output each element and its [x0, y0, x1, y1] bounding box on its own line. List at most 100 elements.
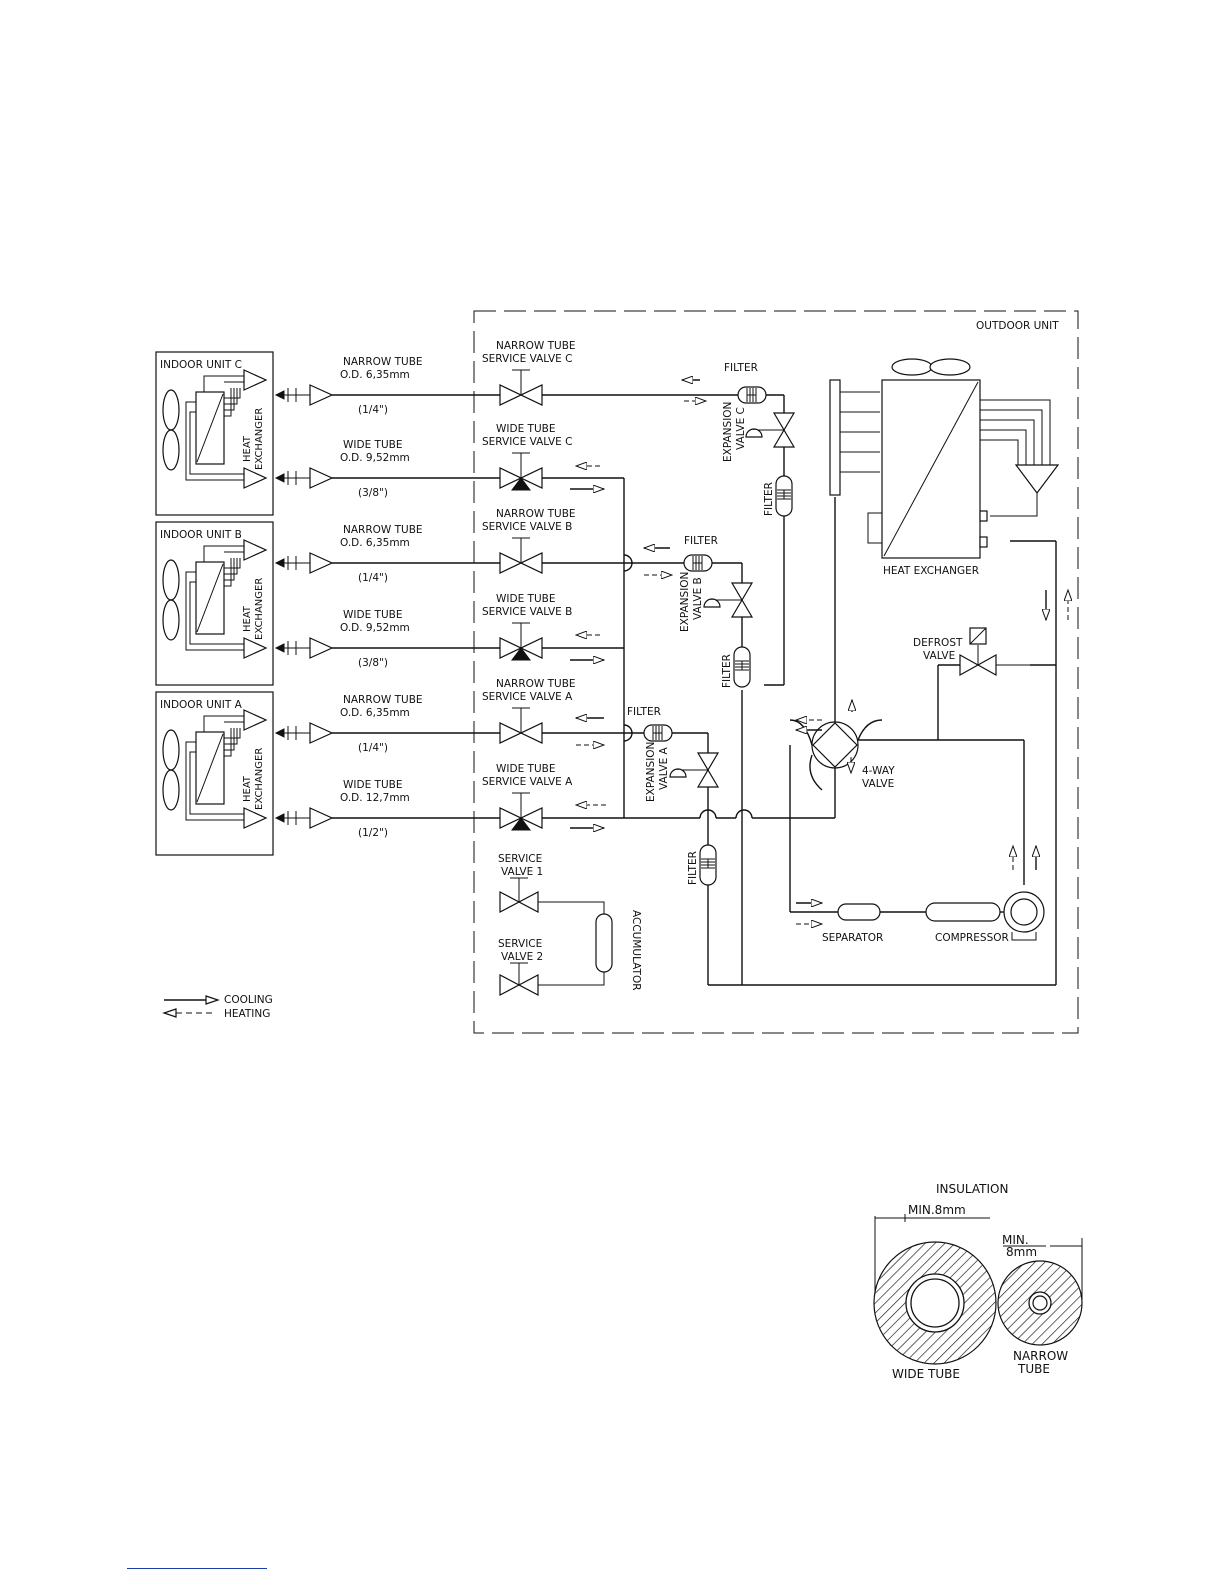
service-valve-2: SERVICE VALVE 2: [498, 938, 605, 996]
filter: FILTER: [763, 475, 793, 517]
svg-text:EXCHANGER: EXCHANGER: [254, 578, 265, 640]
svg-text:VALVE 2: VALVE 2: [501, 951, 543, 963]
tube-name: NARROW TUBE: [343, 356, 423, 368]
service-valve-label-1: NARROW TUBE: [496, 678, 576, 690]
tube-name: NARROW TUBE: [343, 524, 423, 536]
svg-text:NARROW: NARROW: [1013, 1349, 1068, 1363]
service-valve-label-2: SERVICE VALVE C: [482, 436, 572, 448]
tube-od: O.D. 9,52mm: [340, 622, 410, 634]
service-valve-2-label-2: VALVE 2: [501, 951, 543, 963]
filter: FILTER: [721, 646, 751, 688]
filter: FILTER: [724, 362, 767, 404]
indoor-unit-title: INDOOR UNIT A: [160, 699, 243, 711]
heat-exchanger-label-2: EXCHANGER: [254, 578, 265, 640]
fan-icon: [162, 729, 180, 811]
heat-exchanger-label-1: HEAT: [242, 435, 253, 462]
tube-inch: (1/2"): [358, 827, 388, 839]
accumulator-label: ACCUMULATOR: [630, 910, 642, 991]
fan-icon: [162, 389, 180, 471]
separator: SEPARATOR: [822, 903, 883, 944]
filter: FILTER: [683, 535, 718, 572]
svg-text:EXCHANGER: EXCHANGER: [254, 408, 265, 470]
expansion-valve-label-2: VALVE C: [735, 407, 747, 450]
insulation-min-narrow-2: 8mm: [1006, 1245, 1037, 1259]
indoor-unit-title: INDOOR UNIT C: [160, 359, 242, 371]
flow-arrows: [570, 380, 1068, 924]
tube-inch: (1/4"): [358, 742, 388, 754]
compressor-label: COMPRESSOR: [935, 932, 1009, 944]
filter-label: FILTER: [684, 535, 718, 547]
service-valve-1: SERVICE VALVE 1: [498, 853, 605, 914]
service-valve-1-label-1: SERVICE: [498, 853, 542, 865]
heat-exchanger-label-2: EXCHANGER: [254, 748, 265, 810]
defrost-valve-label-1: DEFROST: [913, 637, 963, 649]
tube-od: O.D. 6,35mm: [340, 537, 410, 549]
insulation-detail: INSULATION MIN.8mm MIN. 8mm WIDE TUBE NA…: [873, 1182, 1083, 1381]
tube-od: O.D. 12,7mm: [340, 792, 410, 804]
service-valve-label-2: SERVICE VALVE B: [482, 606, 572, 618]
filter: FILTER: [687, 844, 717, 886]
svg-text:HEAT: HEAT: [242, 435, 253, 462]
service-valve-label-2: SERVICE VALVE A: [482, 776, 573, 788]
fan-icon: [162, 559, 180, 641]
service-valve-label-1: WIDE TUBE: [496, 763, 555, 775]
svg-text:HEAT: HEAT: [242, 605, 253, 632]
compressor: COMPRESSOR: [925, 891, 1045, 944]
insulation-min-narrow-1: MIN.: [1002, 1233, 1029, 1247]
filter-label: FILTER: [687, 851, 699, 885]
svg-text:EXCHANGER: EXCHANGER: [254, 748, 265, 810]
tube-od: O.D. 9,52mm: [340, 452, 410, 464]
service-valve-label-1: NARROW TUBE: [496, 340, 576, 352]
tube-inch: (1/4"): [358, 572, 388, 584]
expansion-valve-label-1: EXPANSION: [722, 402, 734, 462]
defrost-valve-label-2: VALVE: [923, 650, 955, 662]
service-valve-label-2: SERVICE VALVE C: [482, 353, 572, 365]
svg-text:DEFROST: DEFROST: [913, 637, 963, 649]
tube-name: NARROW TUBE: [343, 694, 423, 706]
footer-rule: [127, 1568, 267, 1569]
service-valve-1-label-2: VALVE 1: [501, 866, 543, 878]
outdoor-piping: [542, 394, 1057, 986]
outdoor-unit-title: OUTDOOR UNIT: [976, 320, 1059, 332]
svg-text:HEAT: HEAT: [242, 775, 253, 802]
four-way-valve: 4-WAY VALVE: [789, 719, 895, 791]
legend: COOLING HEATING: [162, 994, 273, 1020]
legend-cooling: COOLING: [224, 994, 273, 1006]
filter-label: FILTER: [721, 654, 733, 688]
expansion-valve-label-1: EXPANSION: [645, 742, 657, 802]
svg-text:8mm: 8mm: [1006, 1245, 1037, 1259]
expansion-valve-label-2: VALVE B: [692, 577, 704, 620]
svg-text:VALVE 1: VALVE 1: [501, 866, 543, 878]
tube-od: O.D. 6,35mm: [340, 369, 410, 381]
four-way-valve-label-1: 4-WAY: [862, 765, 895, 777]
legend-heating: HEATING: [224, 1008, 270, 1020]
service-valve-label-1: WIDE TUBE: [496, 423, 555, 435]
heat-exchanger-label-2: EXCHANGER: [254, 408, 265, 470]
service-valve-label-2: SERVICE VALVE B: [482, 521, 572, 533]
service-valve-2-label-1: SERVICE: [498, 938, 542, 950]
accumulator: ACCUMULATOR: [595, 910, 642, 991]
svg-text:TUBE: TUBE: [1017, 1362, 1050, 1376]
insulation-wide-tube: WIDE TUBE: [892, 1367, 960, 1381]
insulation-title: INSULATION: [936, 1182, 1008, 1196]
tube-name: WIDE TUBE: [343, 439, 402, 451]
service-valve-label-1: WIDE TUBE: [496, 593, 555, 605]
insulation-narrow-tube-1: NARROW: [1013, 1349, 1068, 1363]
tube-inch: (1/4"): [358, 404, 388, 416]
filter-label: FILTER: [724, 362, 758, 374]
